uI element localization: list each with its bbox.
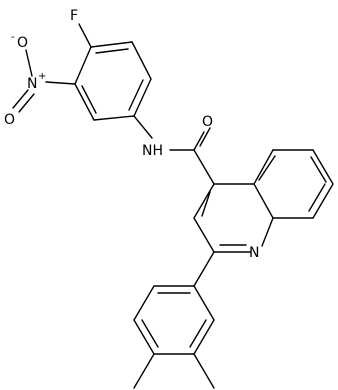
bond bbox=[78, 23, 92, 48]
bond bbox=[133, 353, 155, 389]
bond bbox=[253, 149, 274, 185]
bond bbox=[308, 183, 326, 212]
bond bbox=[128, 79, 144, 111]
bond bbox=[81, 85, 97, 114]
bond bbox=[12, 89, 29, 109]
bond bbox=[90, 41, 133, 48]
bond bbox=[193, 319, 215, 355]
nitro-plus-charge: + bbox=[38, 71, 46, 82]
quinoline-pyridine-ring bbox=[193, 183, 274, 253]
bond bbox=[312, 149, 334, 185]
bond bbox=[258, 155, 276, 181]
nitro-group bbox=[12, 49, 76, 113]
bond bbox=[74, 46, 92, 85]
bond bbox=[93, 115, 135, 121]
bond bbox=[310, 156, 327, 183]
fluorine-label: F bbox=[70, 8, 78, 24]
nitro-oxygen-top-label: O bbox=[17, 35, 28, 51]
bond bbox=[201, 191, 211, 217]
bond bbox=[133, 285, 155, 321]
bond bbox=[74, 83, 95, 121]
amide-group bbox=[133, 115, 215, 185]
amide-nh-label: NH bbox=[142, 143, 163, 159]
carbonyl-oxygen-label: O bbox=[202, 114, 213, 130]
bond bbox=[253, 183, 274, 219]
bond bbox=[261, 217, 274, 247]
bond bbox=[133, 78, 152, 117]
bond bbox=[133, 115, 153, 139]
bond bbox=[193, 353, 215, 389]
nitro-nitrogen-label: N bbox=[27, 76, 37, 92]
bond bbox=[193, 131, 205, 151]
bond bbox=[45, 81, 76, 85]
bond bbox=[25, 49, 33, 77]
bond bbox=[18, 93, 35, 113]
bond bbox=[141, 319, 159, 348]
bond bbox=[133, 319, 155, 355]
bond bbox=[131, 41, 152, 80]
bond bbox=[312, 183, 334, 219]
bond bbox=[199, 127, 211, 147]
nitro-oxygen-bottom-label: O bbox=[4, 112, 15, 128]
bond bbox=[189, 319, 207, 348]
bond bbox=[193, 251, 215, 287]
nitro-oxygen-charge: - bbox=[11, 32, 15, 43]
fluoronitrophenyl-ring bbox=[74, 41, 152, 121]
quinoline-nitrogen-label: N bbox=[249, 245, 259, 261]
bond bbox=[193, 285, 215, 321]
bond bbox=[193, 217, 215, 253]
bond bbox=[95, 48, 129, 54]
bond bbox=[193, 149, 215, 185]
bond bbox=[193, 183, 215, 219]
dimethylphenyl-ring bbox=[133, 285, 215, 355]
quinoline-benzo-ring bbox=[253, 149, 334, 219]
